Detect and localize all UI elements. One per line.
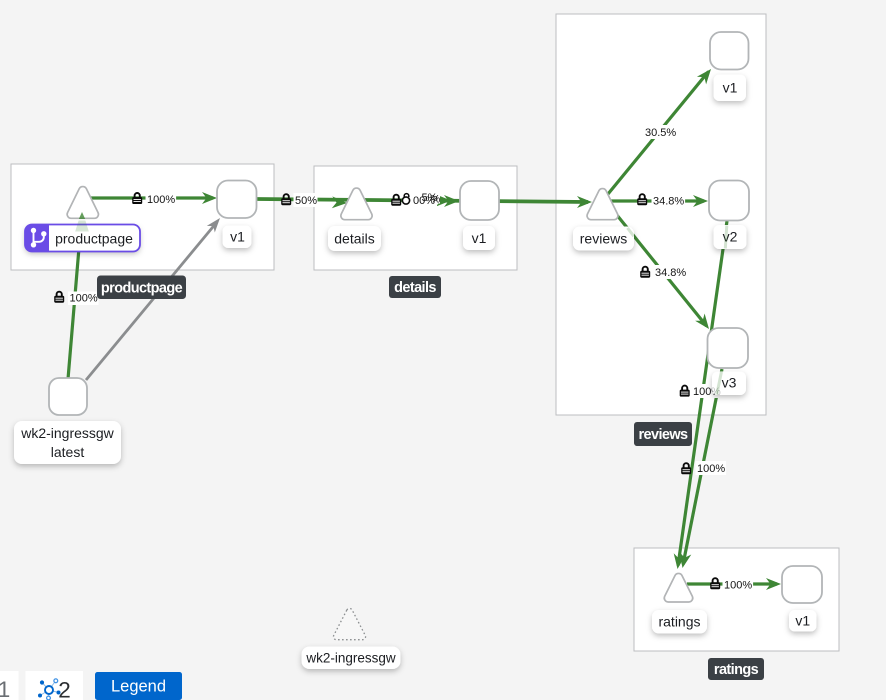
svg-text:reviews: reviews bbox=[638, 427, 688, 443]
svg-text:5%: 5% bbox=[422, 192, 438, 204]
svg-text:v2: v2 bbox=[723, 229, 738, 245]
svg-text:2: 2 bbox=[58, 678, 71, 700]
svg-text:productpage: productpage bbox=[101, 281, 183, 297]
svg-text:%: % bbox=[711, 386, 721, 398]
svg-text:Legend: Legend bbox=[111, 678, 166, 696]
svg-text:%: % bbox=[431, 194, 441, 206]
svg-text:1: 1 bbox=[0, 677, 10, 700]
svg-text:wk2-ingressgw: wk2-ingressgw bbox=[20, 425, 114, 441]
svg-text:latest: latest bbox=[51, 444, 85, 460]
svg-text:100%: 100% bbox=[147, 194, 175, 206]
svg-text:wk2-ingressgw: wk2-ingressgw bbox=[305, 651, 396, 666]
svg-text:details: details bbox=[334, 231, 374, 247]
svg-text:50%: 50% bbox=[295, 195, 317, 207]
svg-text:100%: 100% bbox=[697, 463, 725, 475]
svg-text:v1: v1 bbox=[472, 230, 487, 246]
svg-text:34.8%: 34.8% bbox=[655, 267, 686, 279]
svg-text:00%: 00% bbox=[413, 195, 435, 207]
svg-text:reviews: reviews bbox=[580, 231, 627, 247]
svg-text:ratings: ratings bbox=[658, 614, 700, 630]
svg-text:ratings: ratings bbox=[714, 662, 759, 678]
svg-text:v1: v1 bbox=[230, 229, 245, 245]
svg-text:34.8%: 34.8% bbox=[653, 196, 684, 208]
svg-text:v1: v1 bbox=[723, 80, 738, 96]
svg-text:productpage: productpage bbox=[55, 231, 133, 247]
svg-text:100%: 100% bbox=[70, 293, 98, 305]
svg-text:v1: v1 bbox=[795, 613, 810, 629]
svg-text:30.5%: 30.5% bbox=[645, 127, 676, 139]
svg-text:v3: v3 bbox=[722, 375, 737, 391]
svg-text:100%: 100% bbox=[724, 580, 752, 592]
svg-text:details: details bbox=[394, 280, 436, 296]
